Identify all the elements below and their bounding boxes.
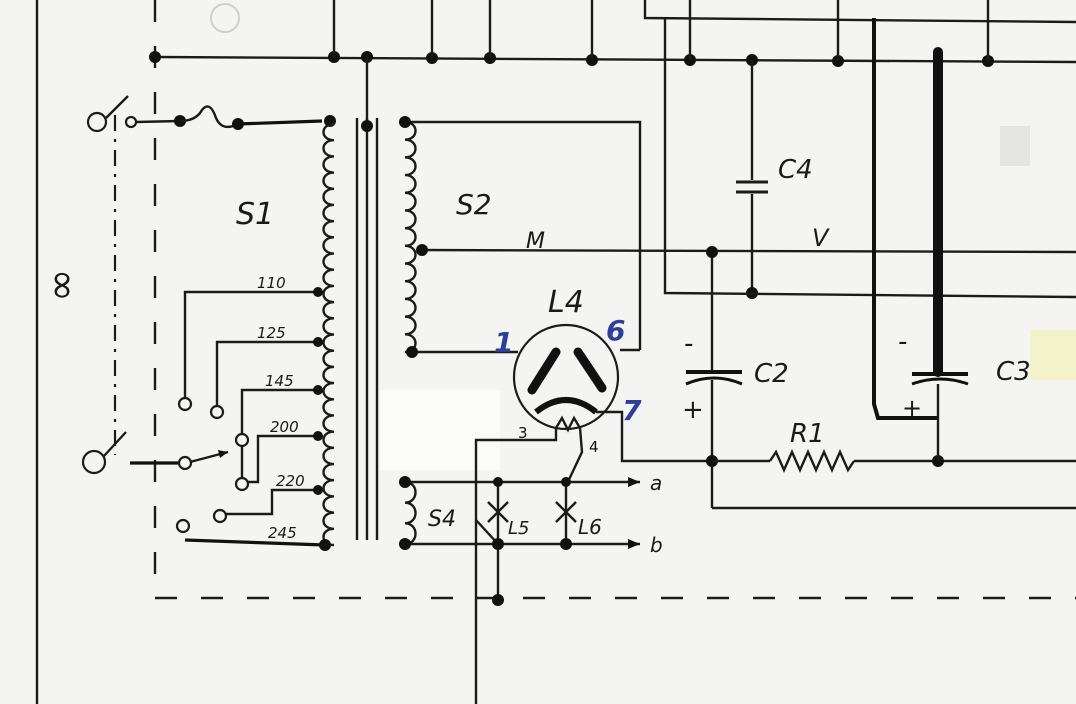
c2-minus: - <box>684 329 693 359</box>
c3-label: C3 <box>996 357 1031 387</box>
s1-primary-coil <box>322 122 335 547</box>
transformer-core <box>355 57 379 540</box>
s2-wiring <box>405 120 1076 354</box>
primary-feed-top <box>237 119 323 126</box>
output-a-label: a <box>650 471 662 495</box>
switch-top-lever <box>105 95 129 119</box>
smudge-patch <box>1000 126 1030 166</box>
s2-secondary-coil <box>404 120 417 354</box>
switch-top-terminal <box>86 111 108 133</box>
pin-1-label: 1 <box>494 326 513 359</box>
switch-bottom-terminal <box>81 449 107 475</box>
tap-label-145: 145 <box>265 372 294 390</box>
pin-3-label: 3 <box>518 424 528 442</box>
tap-dots <box>313 287 331 551</box>
highlight-patch <box>1030 330 1076 380</box>
tap-wires <box>183 290 326 547</box>
anode-left <box>527 347 561 395</box>
ac-symbol: ∞ <box>38 269 84 302</box>
anode-right <box>573 347 607 393</box>
bus-risers <box>332 0 1076 61</box>
lamp-l5 <box>487 501 509 523</box>
tap-label-220: 220 <box>276 472 305 490</box>
l6-label: L6 <box>578 515 602 539</box>
s4-wiring <box>405 480 640 600</box>
l5-label: L5 <box>508 518 529 539</box>
pin-7-label: 7 <box>622 394 642 427</box>
s4-dots <box>399 476 572 606</box>
l4-label: L4 <box>548 285 584 320</box>
tap-label-245: 245 <box>268 524 297 542</box>
filament-zigzag <box>554 415 582 433</box>
filament <box>534 397 598 415</box>
erased-patch <box>380 390 500 470</box>
output-b-label: b <box>650 533 663 557</box>
c2-plus: + <box>682 395 704 425</box>
s4-label: S4 <box>428 507 456 532</box>
wire-m-label: M <box>526 229 545 254</box>
pin-4-label: 4 <box>589 438 599 456</box>
fuse <box>179 105 239 129</box>
r1-label: R1 <box>790 419 825 449</box>
c3-minus: - <box>898 327 907 357</box>
c4-label: C4 <box>778 155 813 185</box>
capacitor-c4 <box>736 60 768 299</box>
s1-label: S1 <box>236 197 274 232</box>
s2-label: S2 <box>456 188 492 221</box>
capacitor-c2 <box>685 246 743 508</box>
c3-plus: + <box>902 394 922 422</box>
capacitor-c3 <box>872 18 969 461</box>
resistor-r1 <box>712 449 1076 473</box>
top-bus <box>154 55 1076 64</box>
tap-label-200: 200 <box>270 418 299 436</box>
tap-terminals <box>175 396 250 534</box>
c2-label: C2 <box>754 359 789 389</box>
faded-symbol <box>210 3 240 33</box>
tap-label-110: 110 <box>257 274 286 292</box>
lamp-l6 <box>555 501 577 523</box>
l4-rectifier-tube <box>512 323 620 433</box>
switch-bottom-lever <box>103 431 127 457</box>
pin-6-label: 6 <box>606 314 625 347</box>
s4-coil <box>404 480 417 546</box>
switch-top-contact <box>124 115 138 129</box>
heater-wiring <box>474 410 712 704</box>
wire-v-label: V <box>812 224 830 252</box>
tap-label-125: 125 <box>257 324 286 342</box>
